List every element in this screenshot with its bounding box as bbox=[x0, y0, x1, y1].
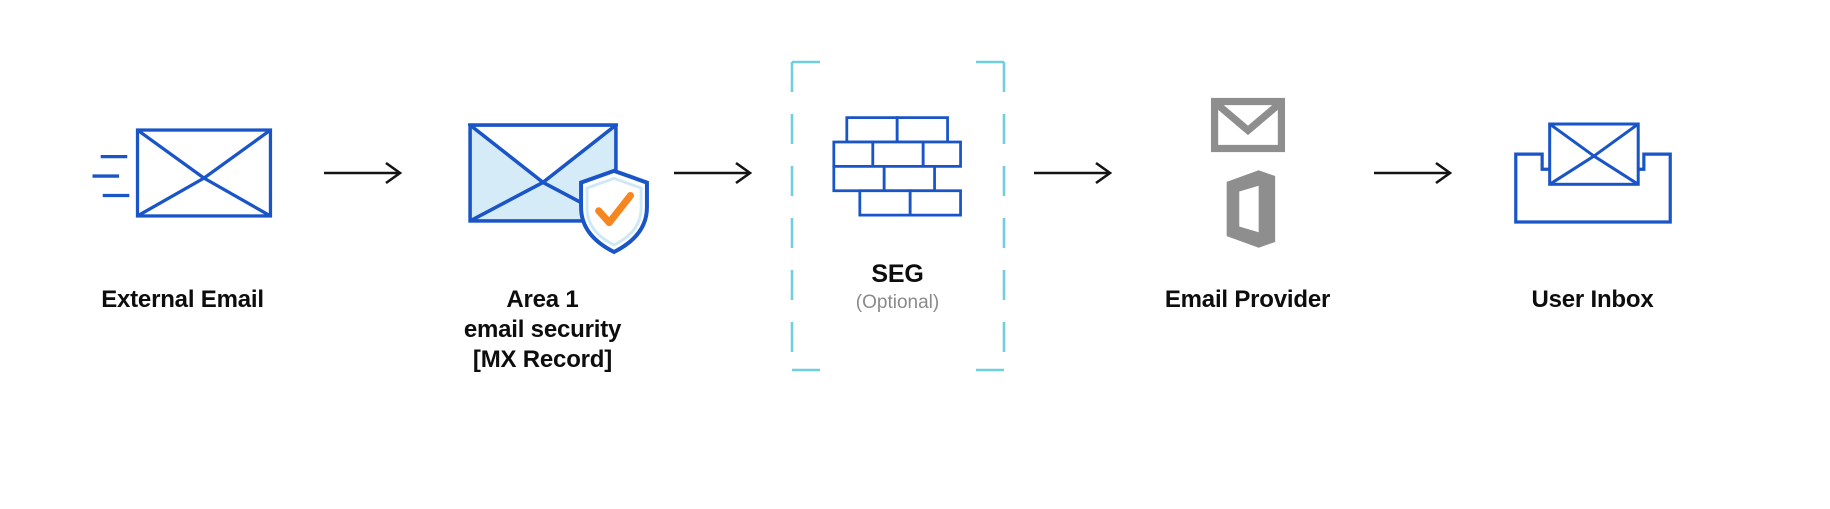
area1-label-line2: email security bbox=[463, 316, 622, 343]
gmail-icon bbox=[1210, 97, 1285, 152]
node-area1-email-security: Area 1 email security [MX Record] bbox=[425, 60, 660, 375]
provider-icon-stack bbox=[1210, 97, 1286, 249]
flow-arrow-3 bbox=[1020, 60, 1135, 285]
mail-envelope-motion-icon bbox=[92, 127, 273, 218]
office-icon bbox=[1226, 169, 1275, 248]
flow-arrow-1 bbox=[310, 60, 425, 285]
firewall-brick-wall-icon bbox=[831, 116, 962, 217]
node-external-email: External Email bbox=[55, 60, 310, 315]
node-label: Area 1 email security [MX Record] bbox=[464, 285, 621, 375]
right-arrow-icon bbox=[1033, 161, 1112, 184]
node-user-inbox: User Inbox bbox=[1475, 60, 1710, 315]
diagram-row: External Email bbox=[55, 60, 1710, 375]
node-email-provider: Email Provider bbox=[1135, 60, 1360, 315]
flow-arrow-2 bbox=[660, 60, 775, 285]
area1-label-line1: Area 1 bbox=[506, 286, 579, 313]
area1-label-line3: [MX Record] bbox=[472, 346, 613, 373]
right-arrow-icon bbox=[323, 161, 402, 184]
inbox-tray-envelope-icon bbox=[1513, 122, 1672, 224]
area1-icon-box bbox=[464, 60, 649, 285]
user-inbox-icon-box bbox=[1512, 60, 1674, 285]
node-label: Email Provider bbox=[1164, 286, 1331, 313]
flow-arrow-4 bbox=[1360, 60, 1475, 285]
shield-check-icon bbox=[578, 168, 649, 254]
seg-optional-sublabel: (Optional) bbox=[855, 292, 940, 313]
node-label: SEG bbox=[871, 260, 924, 288]
external-email-icon-box bbox=[90, 60, 275, 285]
node-label: User Inbox bbox=[1531, 286, 1654, 313]
right-arrow-icon bbox=[1373, 161, 1452, 184]
node-seg: SEG (Optional) bbox=[775, 60, 1020, 372]
node-label: External Email bbox=[101, 286, 264, 313]
mail-envelope-shield-check-icon bbox=[464, 122, 649, 254]
right-arrow-icon bbox=[673, 161, 752, 184]
email-provider-icon-box bbox=[1210, 60, 1286, 285]
dashed-optional-frame: SEG (Optional) bbox=[790, 60, 1006, 372]
